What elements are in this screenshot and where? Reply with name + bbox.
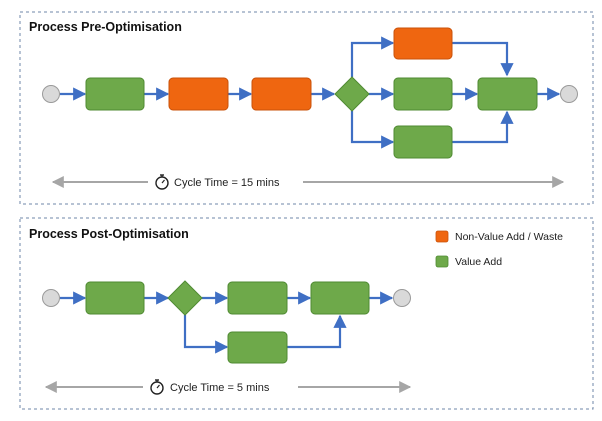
post-end-terminal (393, 289, 411, 307)
post-flow-connectors (60, 291, 394, 354)
post-decision-diamond (167, 280, 203, 316)
pre-panel-border (19, 11, 594, 205)
legend-label-waste: Non-Value Add / Waste (455, 231, 563, 243)
post-step-1-value-add (85, 281, 145, 315)
post-cycle-timeline: Cycle Time = 5 mins (44, 379, 412, 395)
legend: Non-Value Add / Waste Value Add (435, 230, 563, 268)
pre-optimisation-panel: Process Pre-Optimisation (19, 11, 594, 205)
pre-merge-step-value-add (477, 77, 538, 111)
legend-swatch-waste (435, 230, 449, 243)
post-branch-top-value-add (227, 281, 288, 315)
pre-end-terminal (560, 85, 578, 103)
stopwatch-icon (150, 379, 164, 395)
post-optimisation-panel: Process Post-Optimisation Non-Value Add … (19, 217, 594, 410)
post-panel-title: Process Post-Optimisation (29, 227, 189, 241)
legend-swatch-value-add (435, 255, 449, 268)
pre-branch-middle-value-add (393, 77, 453, 111)
pre-step-2-waste (168, 77, 229, 111)
pre-decision-diamond (334, 76, 370, 112)
pre-cycle-time-label: Cycle Time = 15 mins (174, 177, 280, 189)
post-panel-border (19, 217, 594, 410)
legend-label-value-add: Value Add (455, 256, 502, 268)
pre-panel-title: Process Pre-Optimisation (29, 20, 182, 34)
post-cycle-time-label: Cycle Time = 5 mins (170, 382, 270, 394)
pre-branch-top-waste (393, 27, 453, 60)
pre-step-1-value-add (85, 77, 145, 111)
pre-step-3-waste (251, 77, 312, 111)
pre-flow-connectors (60, 36, 561, 149)
post-start-terminal (42, 289, 60, 307)
pre-start-terminal (42, 85, 60, 103)
post-branch-bottom-value-add (227, 331, 288, 364)
stopwatch-icon (155, 174, 169, 190)
pre-cycle-timeline: Cycle Time = 15 mins (51, 174, 565, 190)
pre-branch-bottom-value-add (393, 125, 453, 159)
post-merge-step-value-add (310, 281, 370, 315)
